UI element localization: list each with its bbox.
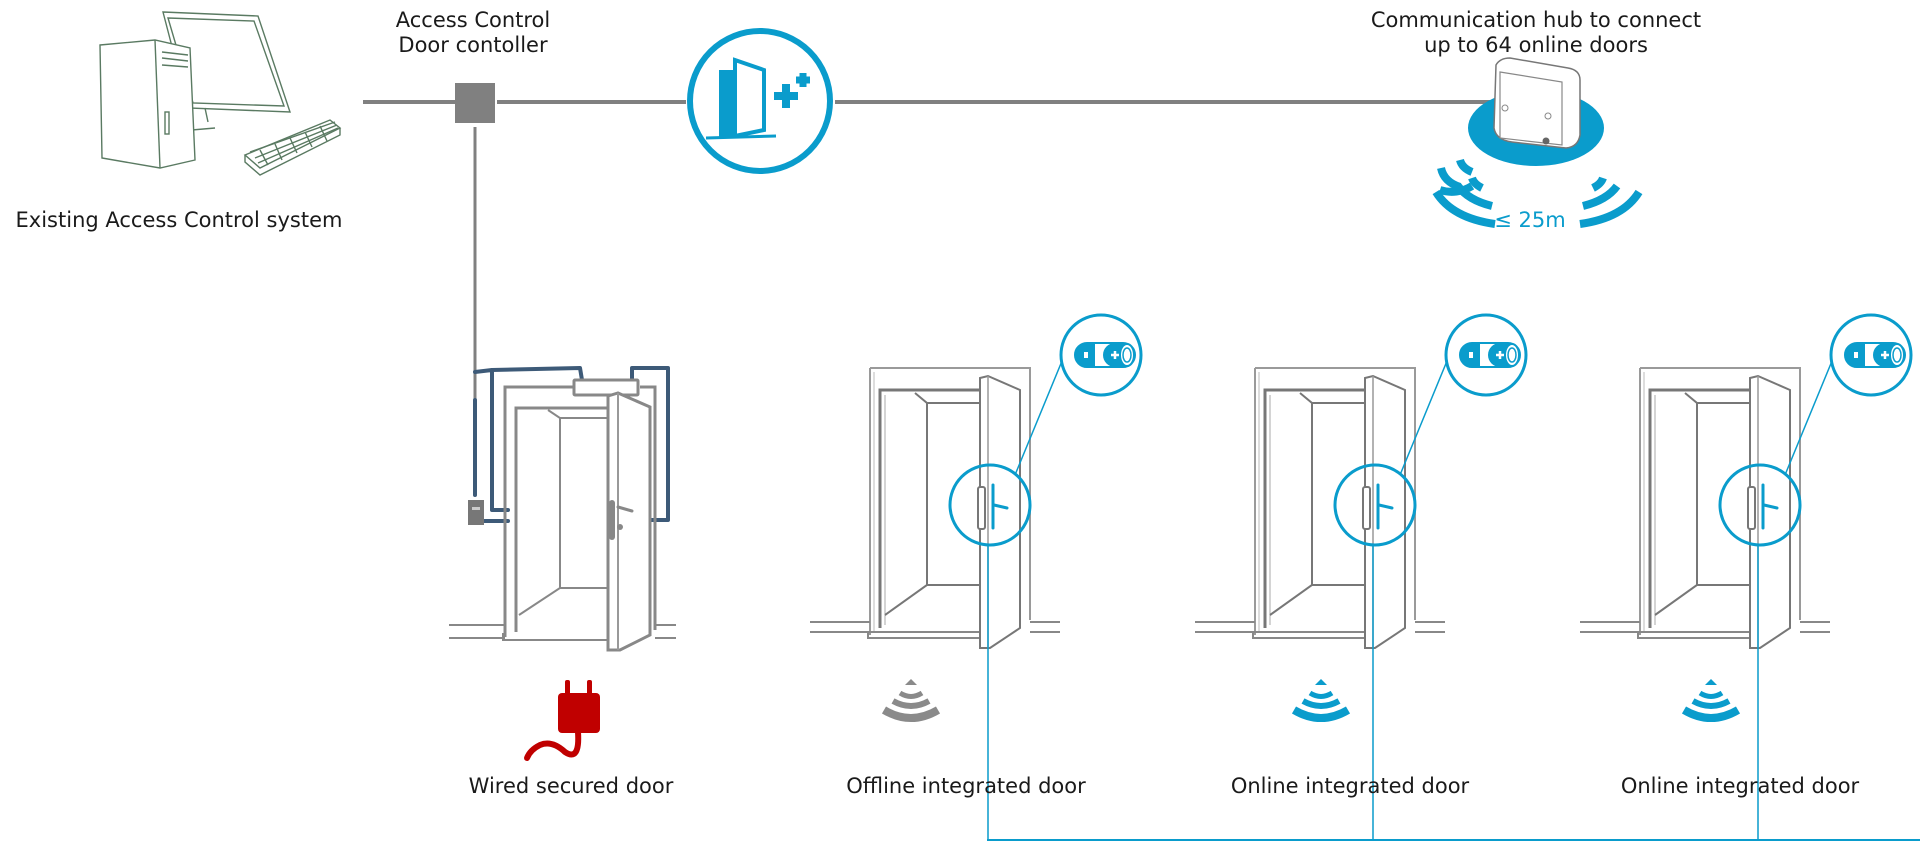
range-label: ≤ 25m — [1494, 208, 1566, 232]
wired-door-illustration — [449, 366, 676, 652]
door-label-online-2: Online integrated door — [1620, 774, 1860, 798]
power-plug-icon — [524, 680, 600, 761]
door-controller-box — [455, 83, 495, 123]
door-label-online-1: Online integrated door — [1230, 774, 1470, 798]
door-controller-label-line2: Door contoller — [398, 33, 548, 57]
existing-system-label: Existing Access Control system — [15, 208, 343, 232]
range-wave-right-icon — [1579, 176, 1643, 228]
door-label-offline: Offline integrated door — [846, 774, 1086, 798]
hub-label-line2: up to 64 online doors — [1424, 33, 1648, 57]
door-label-wired: Wired secured door — [441, 774, 701, 799]
wireless-signal-icon-online-2 — [1681, 679, 1741, 722]
hub-label-line1: Communication hub to connect — [1370, 8, 1702, 32]
offline-door-illustration — [808, 313, 1143, 841]
range-wave-left-icon — [1432, 158, 1496, 228]
online-door-illustration-1 — [1193, 313, 1528, 841]
integration-door-plus-icon — [687, 28, 833, 174]
online-door-illustration-2 — [1578, 313, 1913, 841]
door-controller-label-line1: Access Control — [395, 8, 551, 32]
wireless-signal-icon-online-1 — [1291, 679, 1351, 722]
communication-hub-icon — [1468, 57, 1604, 166]
computer-icon — [99, 11, 342, 176]
wireless-signal-icon-offline — [881, 679, 941, 722]
